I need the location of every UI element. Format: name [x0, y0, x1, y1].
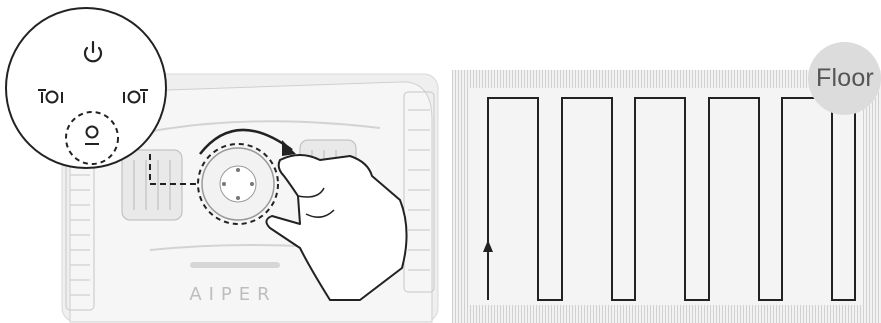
home-button-highlight	[65, 111, 119, 165]
floor-badge	[808, 42, 881, 115]
hand-icon	[265, 154, 408, 301]
pool-floor	[470, 88, 863, 305]
robot-illustration: AIPER	[5, 7, 439, 323]
rotation-arrowhead	[282, 140, 296, 156]
right-tread	[403, 91, 435, 293]
start-arrow-icon	[483, 240, 493, 252]
floor-path-svg	[452, 70, 881, 323]
power-icon	[83, 40, 103, 63]
magnifier-circle	[5, 7, 167, 169]
robot-drawing	[5, 7, 439, 323]
knob-highlight	[197, 143, 279, 225]
floor-label: Floor	[816, 64, 874, 92]
brand-logo: AIPER	[189, 284, 277, 305]
mode-left-icon	[38, 89, 63, 104]
connector-line	[149, 154, 198, 185]
cleaning-path	[487, 97, 856, 301]
floor-path-diagram	[452, 70, 881, 323]
rotation-arrow	[199, 128, 293, 155]
home-icon	[85, 125, 99, 145]
mode-right-icon	[123, 89, 148, 104]
